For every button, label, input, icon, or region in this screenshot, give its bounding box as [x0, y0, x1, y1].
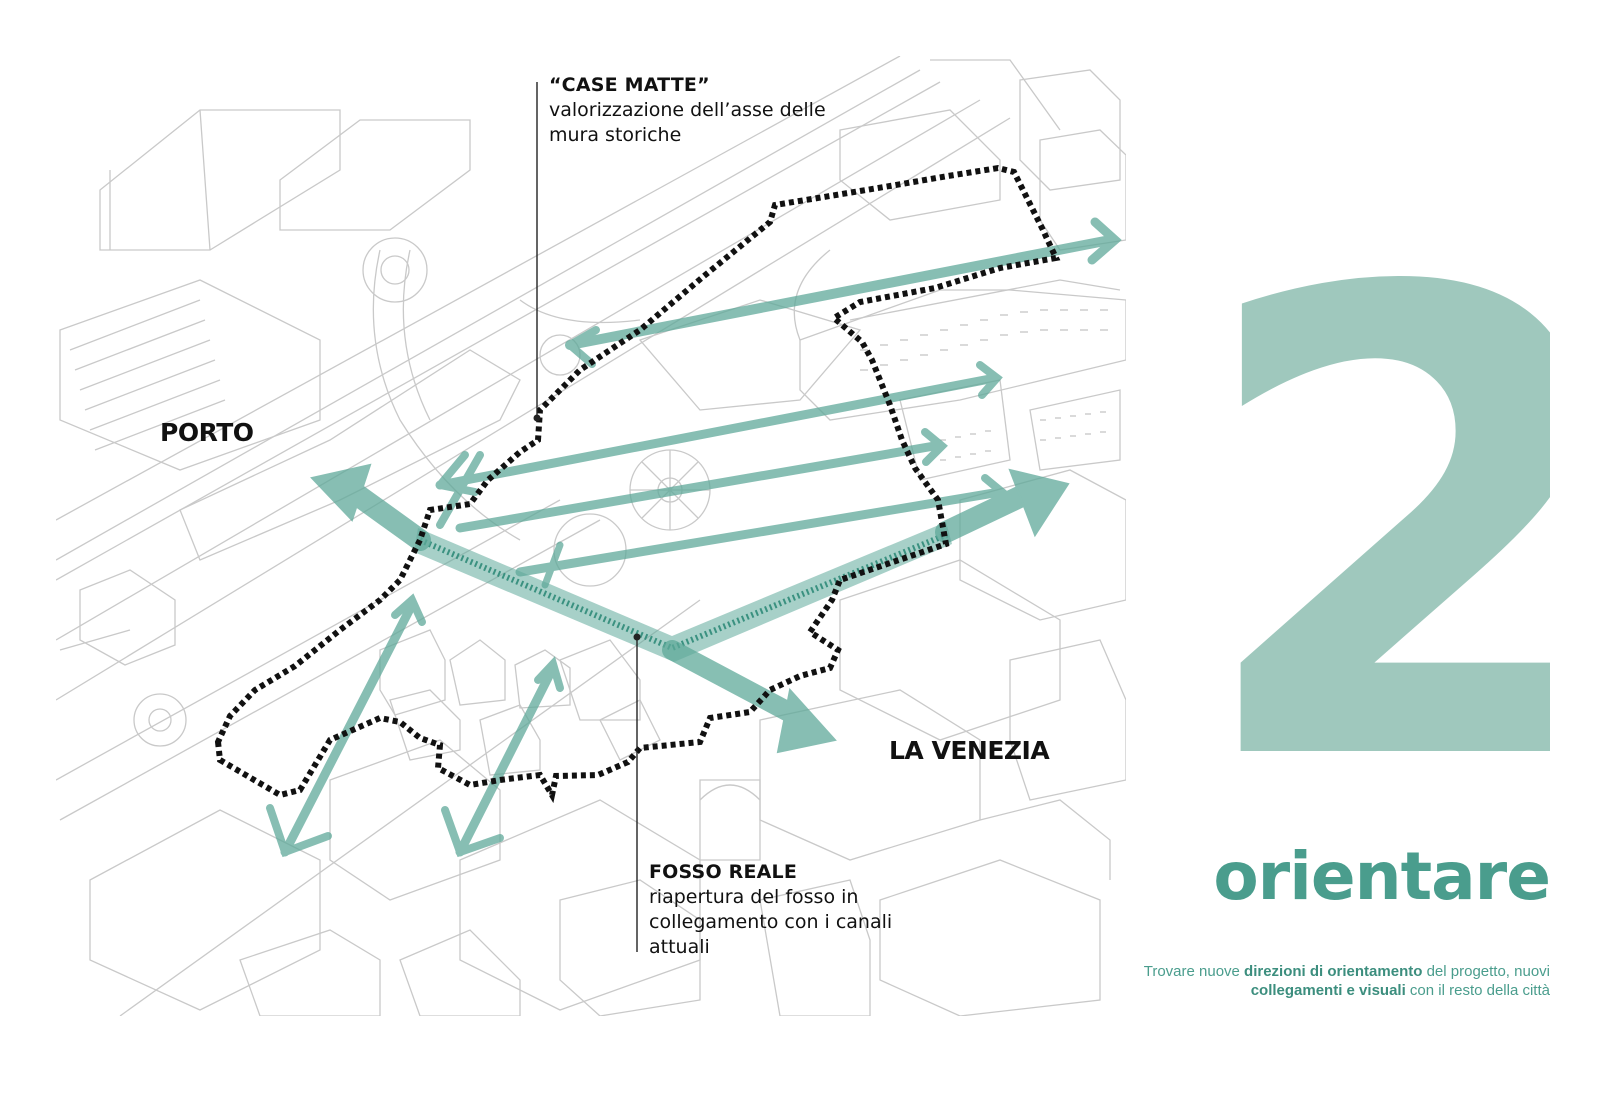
fosso-reale-canal	[414, 522, 952, 662]
linework-base	[56, 56, 1126, 1016]
caption-part-3: con il resto della città	[1405, 982, 1550, 999]
case-matte-title: “CASE MATTE”	[549, 74, 710, 96]
theme-caption: Trovare nuove direzioni di orientamento …	[1130, 962, 1550, 1000]
direction-arrows	[266, 217, 1122, 858]
annotation-fosso-reale: FOSSO REALE riapertura del fosso in coll…	[649, 860, 892, 960]
theme-title: orientare	[1213, 838, 1551, 915]
fosso-reale-desc-line2: collegamento con i canali	[649, 911, 893, 933]
fosso-reale-title: FOSSO REALE	[649, 861, 798, 883]
label-la-venezia: LA VENEZIA	[889, 736, 1050, 765]
caption-bold-1: direzioni di orientamento	[1244, 963, 1423, 980]
fosso-reale-leader-dot	[633, 633, 641, 641]
theme-number: 2	[1190, 250, 1550, 810]
fosso-reale-desc-line3: attuali	[649, 936, 710, 958]
case-matte-desc-line2: mura storiche	[549, 124, 682, 146]
caption-part-1: Trovare nuove	[1143, 963, 1245, 980]
caption-bold-2: collegamenti e visuali	[1250, 982, 1406, 999]
label-porto: PORTO	[160, 418, 254, 447]
caption-part-2: del progetto, nuovi	[1422, 963, 1550, 980]
case-matte-desc-line1: valorizzazione dell’asse delle	[549, 99, 826, 121]
annotation-case-matte: “CASE MATTE” valorizzazione dell’asse de…	[549, 73, 826, 148]
project-boundary	[214, 164, 1061, 804]
case-matte-leader-dot	[533, 414, 541, 422]
fosso-reale-desc-line1: riapertura del fosso in	[649, 886, 859, 908]
